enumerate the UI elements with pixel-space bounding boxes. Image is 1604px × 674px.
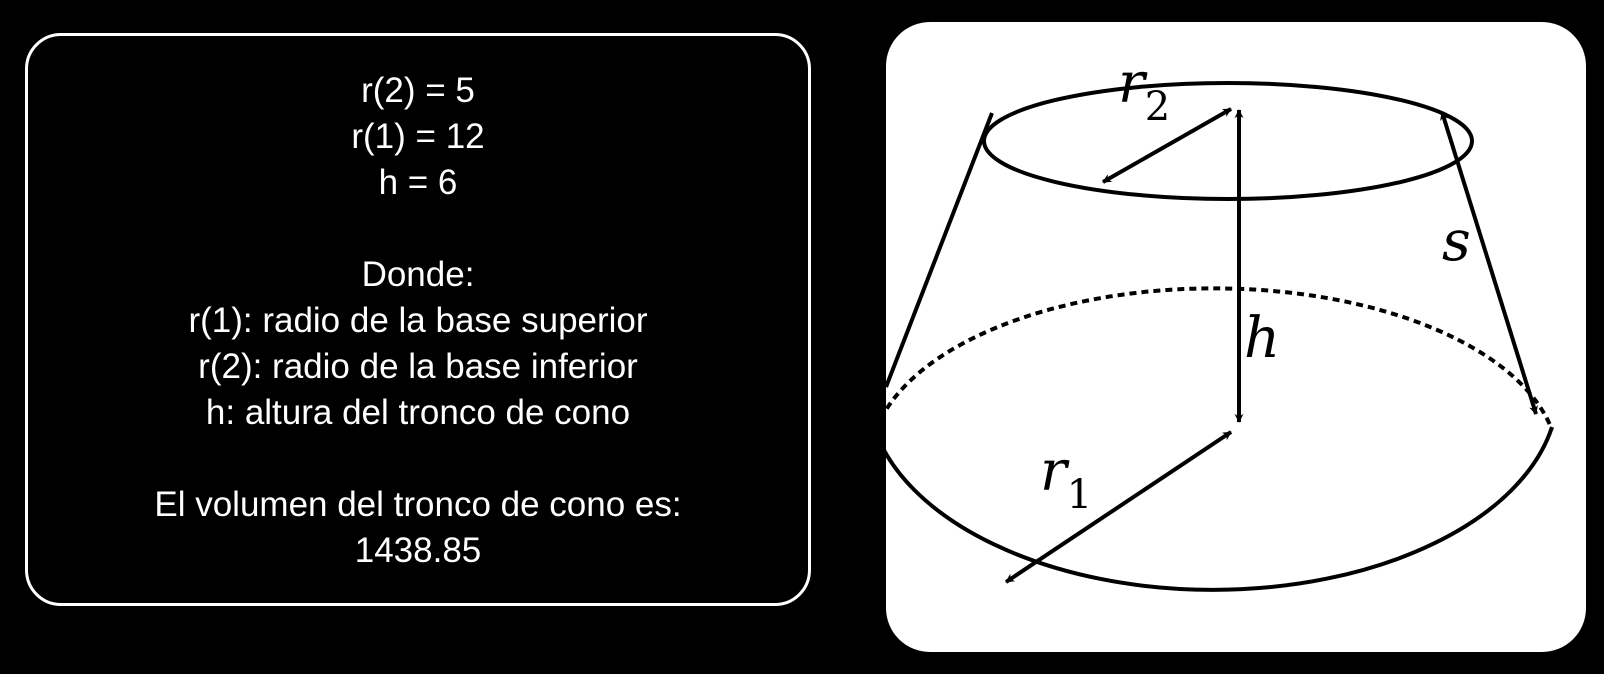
value-r1: r(1) = 12 [351, 117, 485, 156]
bottom-radius-arrow [1004, 430, 1233, 584]
spacer [28, 206, 808, 252]
bottom-base-front [886, 426, 1554, 592]
label-r2: r2 [1118, 51, 1170, 130]
label-s: s [1442, 209, 1471, 274]
legend-heading: Donde: [361, 255, 475, 294]
top-base-ellipse [982, 81, 1474, 201]
info-panel: r(2) = 5 r(1) = 12 h = 6 Donde: r(1): ra… [25, 33, 811, 606]
label-r1: r1 [1040, 439, 1092, 518]
frustum-diagram: r2 r1 h s [886, 51, 1554, 592]
spacer [28, 436, 808, 482]
result-value: 1438.85 [354, 531, 482, 570]
value-r2: r(2) = 5 [361, 71, 475, 110]
legend-r1: r(1): radio de la base superior [188, 301, 648, 340]
legend-r2: r(2): radio de la base inferior [198, 347, 638, 386]
result-label: El volumen del tronco de cono es: [154, 485, 682, 524]
left-slant-edge [886, 112, 994, 388]
value-h: h = 6 [378, 163, 458, 202]
bottom-base-back-dashed [886, 286, 1554, 431]
label-h: h [1244, 306, 1280, 371]
frustum-diagram-card: r2 r1 h s [886, 22, 1586, 652]
slant-height-arrow [1440, 111, 1538, 415]
top-radius-arrow [1102, 107, 1232, 184]
legend-h: h: altura del tronco de cono [205, 393, 631, 432]
